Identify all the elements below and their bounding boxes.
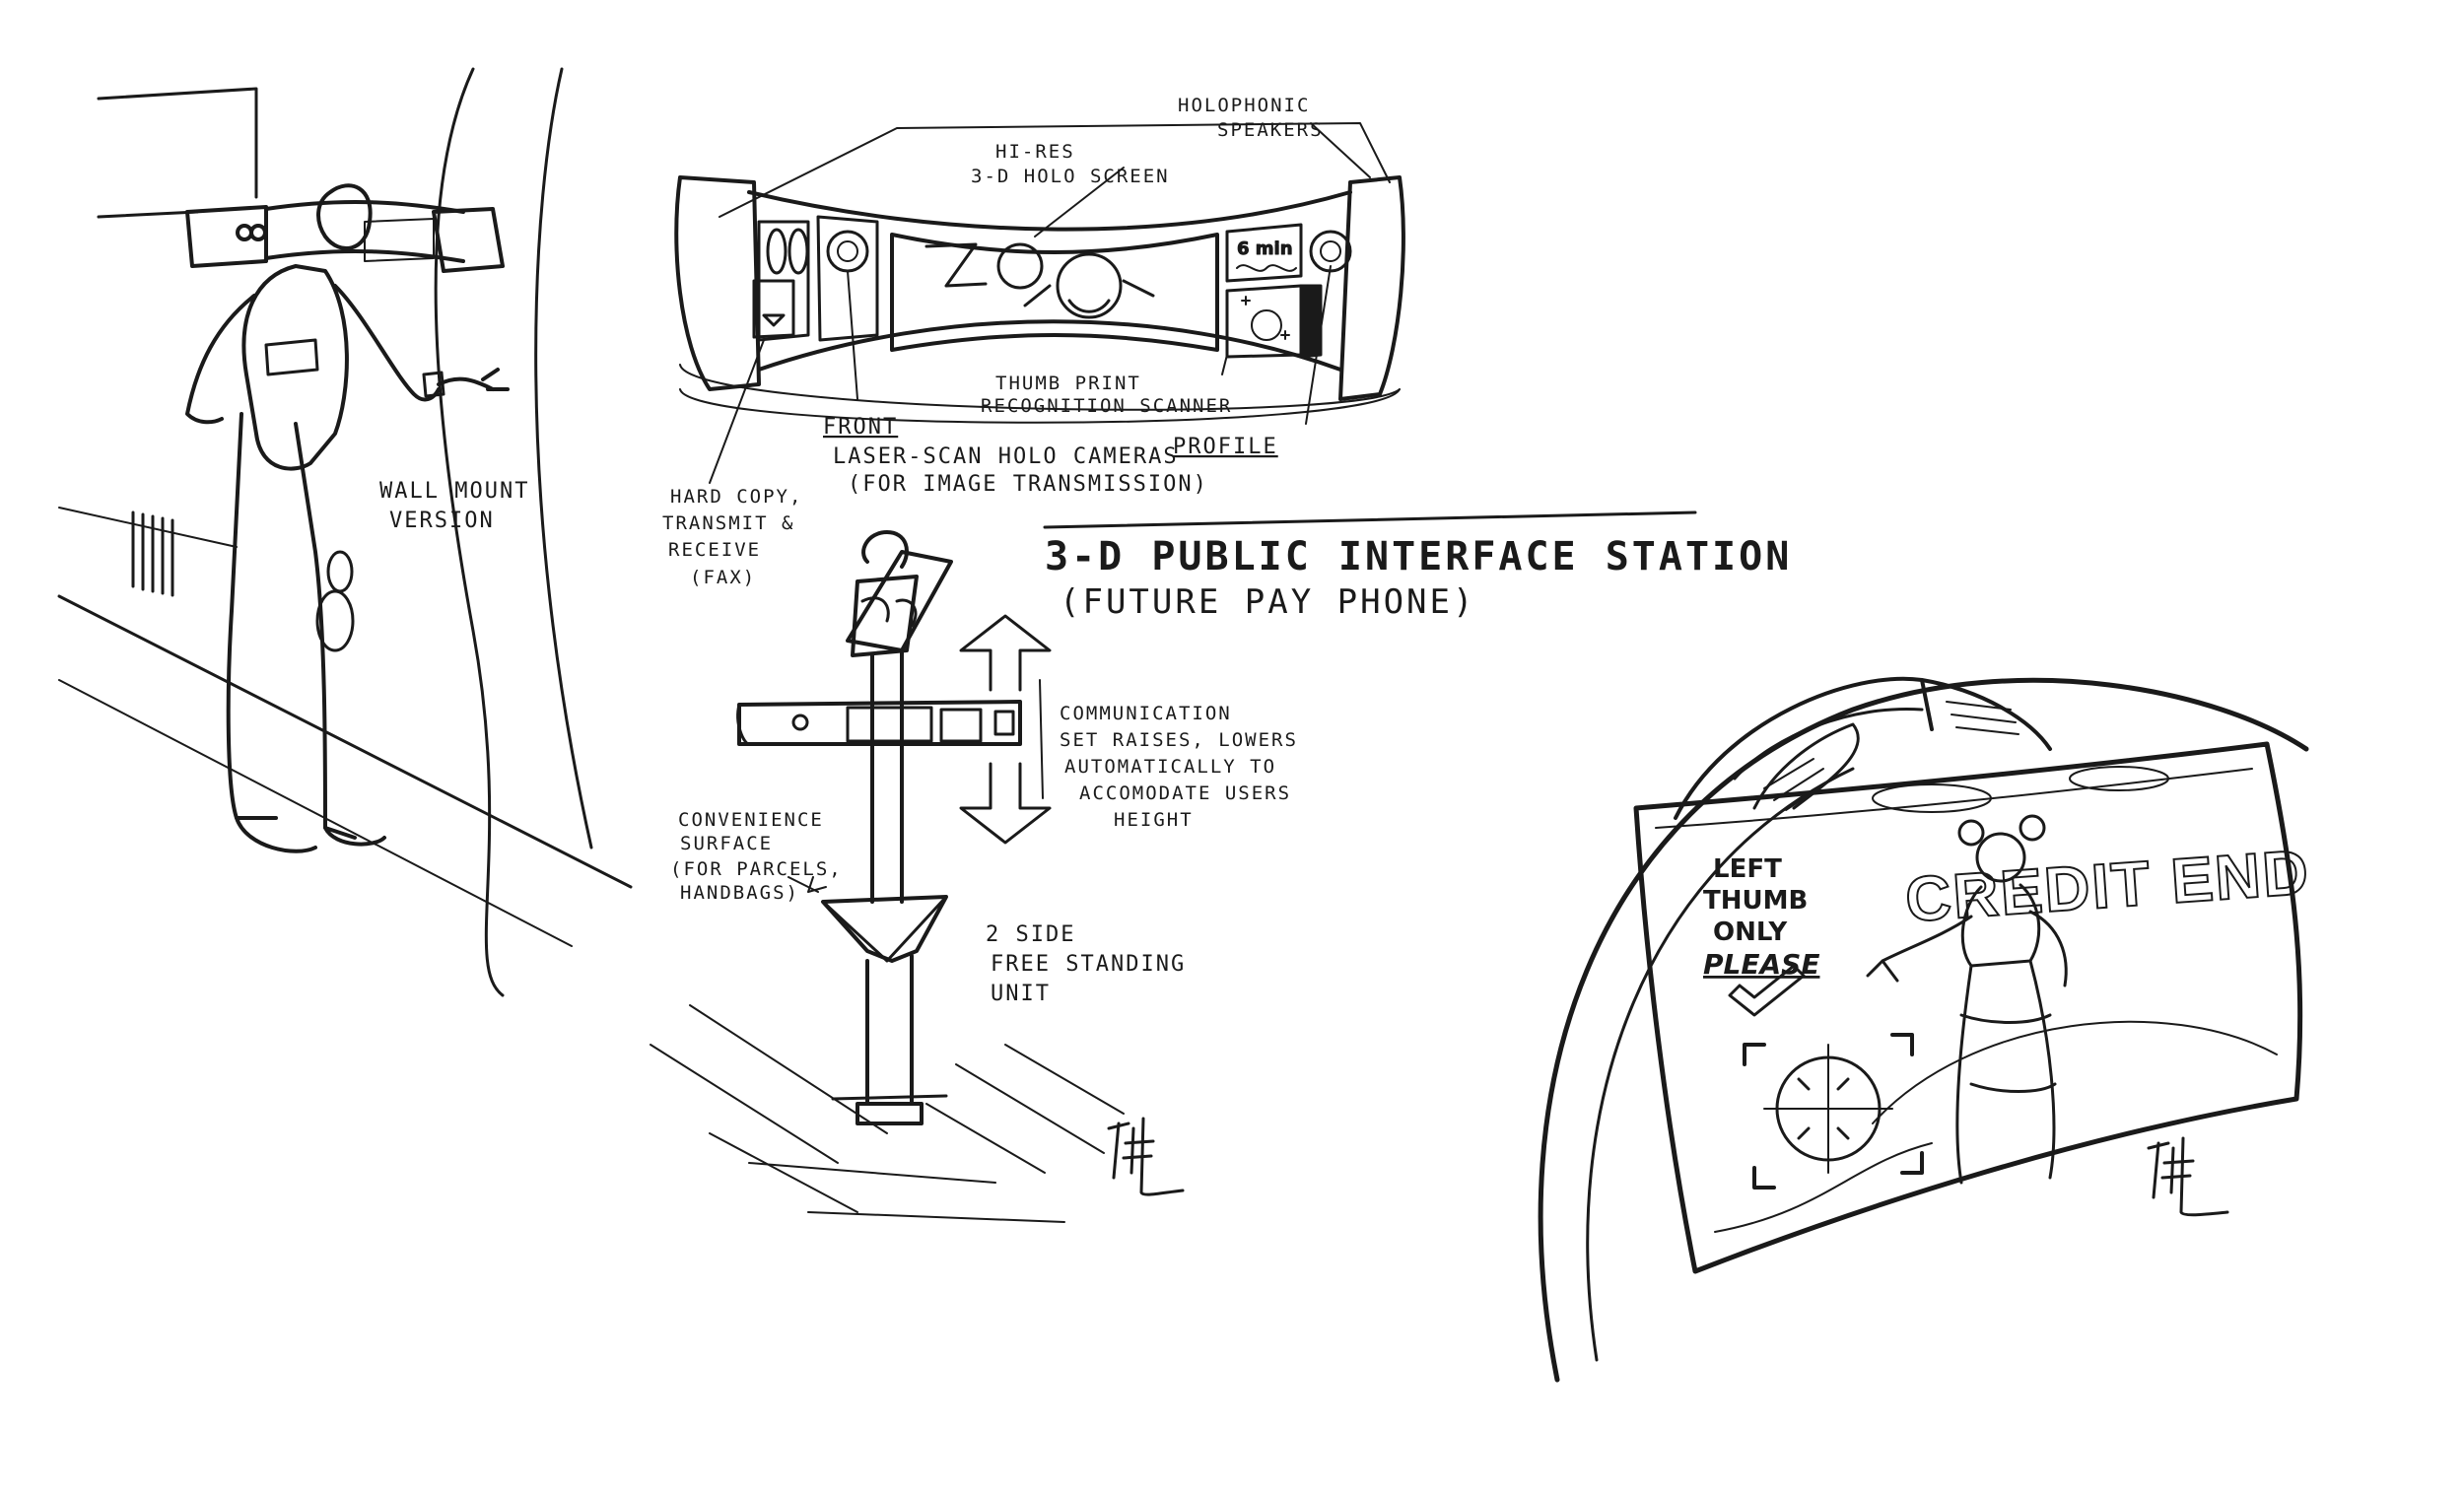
- twoside-label-line2: FREE STANDING: [991, 952, 1186, 977]
- wall-vent: [131, 510, 174, 597]
- comm-label-line4: ACCOMODATE USERS: [1079, 782, 1291, 804]
- conv-label-line4: HANDBAGS): [680, 882, 799, 904]
- prompt-line3: ONLY: [1713, 918, 1788, 947]
- front-label: FRONT: [823, 415, 898, 440]
- twoside-label-line1: 2 SIDE: [986, 922, 1075, 947]
- front-elevation-drawing: 6 min: [674, 122, 1405, 484]
- front-elevation-callouts: HOLOPHONIC SPEAKERS HI-RES 3-D HOLO SCRE…: [662, 95, 1324, 588]
- hires-label-line1: HI-RES: [995, 141, 1075, 163]
- wall-mount-label-line2: VERSION: [389, 509, 495, 533]
- conv-label-line2: SURFACE: [680, 833, 773, 854]
- comm-label-line5: HEIGHT: [1114, 809, 1194, 831]
- conv-label-line1: CONVENIENCE: [678, 809, 824, 831]
- user-figure: [185, 183, 510, 853]
- artist-signature: [1107, 1117, 1185, 1196]
- prompt-line4: PLEASE: [1703, 948, 1819, 981]
- thumb-label-line2: RECOGNITION SCANNER: [981, 395, 1232, 417]
- hardcopy-label-line1: HARD COPY,: [670, 486, 802, 508]
- artist-signature-right: [2147, 1136, 2229, 1217]
- holophonic-label-line2: SPEAKERS: [1217, 119, 1324, 141]
- twoside-label-line3: UNIT: [991, 982, 1051, 1006]
- hardcopy-label-line2: TRANSMIT &: [662, 512, 794, 534]
- comm-label-line1: COMMUNICATION: [1060, 703, 1232, 724]
- comm-label-line3: AUTOMATICALLY TO: [1064, 756, 1276, 778]
- brand-logo-text: CREDIT END: [1903, 836, 2312, 935]
- wall-mount-unit: [185, 199, 505, 273]
- closeup-screen-panel: [1633, 741, 2303, 1274]
- sheet-subtitle: (FUTURE PAY PHONE): [1060, 582, 1475, 622]
- prompt-line2: THUMB: [1703, 886, 1808, 916]
- laser-label-line2: (FOR IMAGE TRANSMISSION): [848, 472, 1208, 497]
- hardcopy-label-line4: (FAX): [690, 567, 756, 588]
- wall-mount-label-line1: WALL MOUNT: [379, 479, 529, 504]
- screen-closeup-text: LEFT THUMB ONLY PLEASE CREDIT END: [1703, 835, 2313, 981]
- free-standing-unit: [650, 530, 1185, 1223]
- sheet-title-block: 3-D PUBLIC INTERFACE STATION (FUTURE PAY…: [1043, 510, 1792, 622]
- free-standing-callouts: COMMUNICATION SET RAISES, LOWERS AUTOMAT…: [670, 703, 1298, 1006]
- thumb-label-line1: THUMB PRINT: [995, 373, 1141, 394]
- wall-mount-label: WALL MOUNT VERSION: [379, 479, 529, 533]
- title-rule: [1043, 510, 1697, 529]
- hostess-figure: [1866, 814, 2068, 1185]
- conv-label-line3: (FOR PARCELS,: [670, 858, 843, 880]
- sheet-title: 3-D PUBLIC INTERFACE STATION: [1045, 534, 1792, 579]
- comm-label-line2: SET RAISES, LOWERS: [1060, 729, 1298, 751]
- laser-label-line1: LASER-SCAN HOLO CAMERAS: [833, 444, 1179, 469]
- prompt-line1: LEFT: [1713, 854, 1782, 884]
- hires-label-line2: 3-D HOLO SCREEN: [971, 166, 1170, 187]
- holo-screen: [890, 233, 1219, 352]
- svg-text:6 min: 6 min: [1237, 238, 1293, 259]
- hardcopy-label-line3: RECEIVE: [668, 539, 761, 561]
- profile-label: PROFILE: [1173, 435, 1278, 459]
- screen-closeup-drawing: [1538, 676, 2309, 1383]
- wall-mount-scene: [57, 67, 633, 997]
- holophonic-label-line1: HOLOPHONIC: [1178, 95, 1310, 116]
